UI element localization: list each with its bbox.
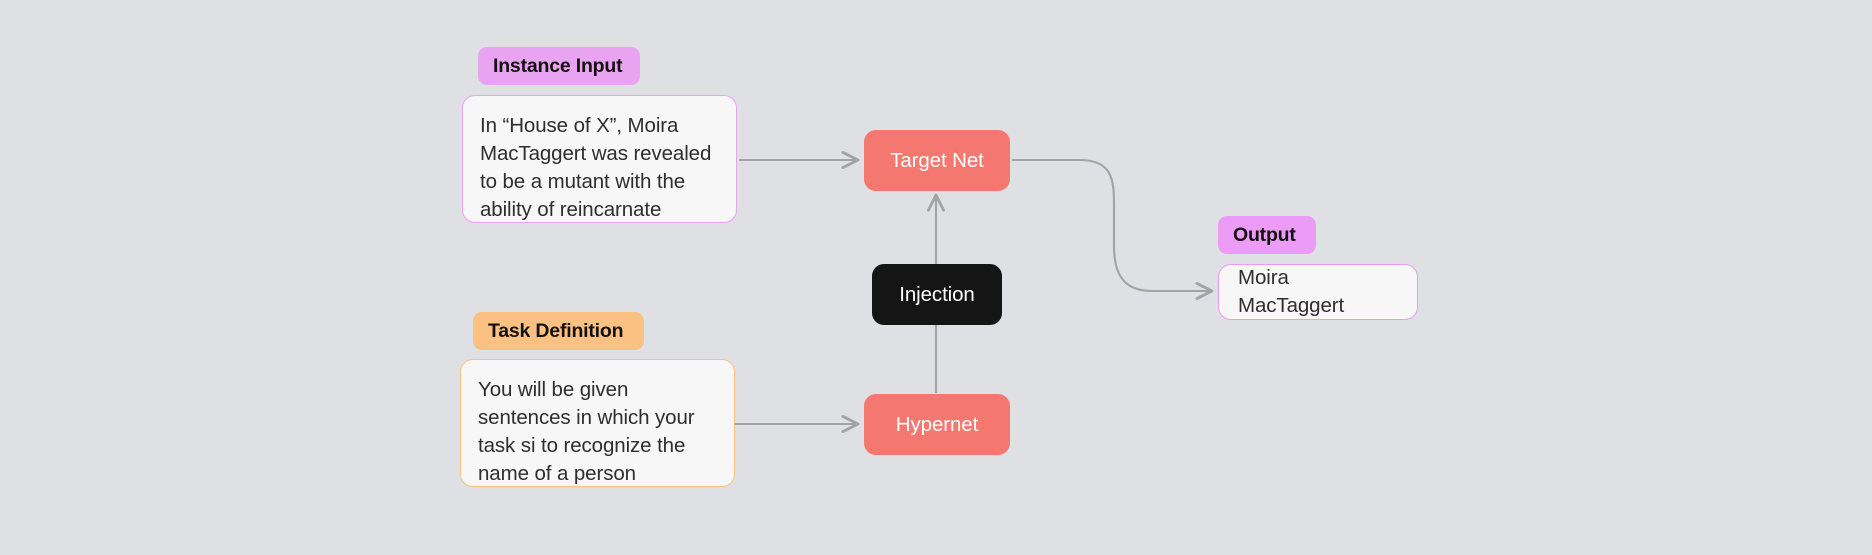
tag-task-definition-label: Task Definition — [488, 319, 624, 342]
node-target-net-label: Target Net — [890, 148, 984, 172]
node-target-net[interactable]: Target Net — [864, 130, 1010, 191]
node-hypernet[interactable]: Hypernet — [864, 394, 1010, 455]
card-instance-input: In “House of X”, Moira MacTaggert was re… — [462, 95, 737, 223]
tag-instance-input: Instance Input — [478, 47, 640, 85]
node-injection[interactable]: Injection — [872, 264, 1002, 325]
card-output-text: Moira MacTaggert — [1238, 266, 1345, 317]
edge-target-net-to-output — [1012, 158, 1214, 300]
card-task-definition: You will be given sentences in which you… — [460, 359, 735, 487]
node-hypernet-label: Hypernet — [895, 412, 979, 436]
tag-output-label: Output — [1233, 223, 1296, 246]
node-injection-label: Injection — [899, 282, 975, 306]
tag-output: Output — [1218, 216, 1316, 254]
card-output: Moira MacTaggert — [1218, 264, 1418, 320]
tag-task-definition: Task Definition — [473, 312, 644, 350]
card-instance-input-text: In “House of X”, Moira MacTaggert was re… — [480, 114, 712, 221]
card-task-definition-text: You will be given sentences in which you… — [478, 378, 695, 485]
tag-instance-input-label: Instance Input — [493, 54, 623, 77]
